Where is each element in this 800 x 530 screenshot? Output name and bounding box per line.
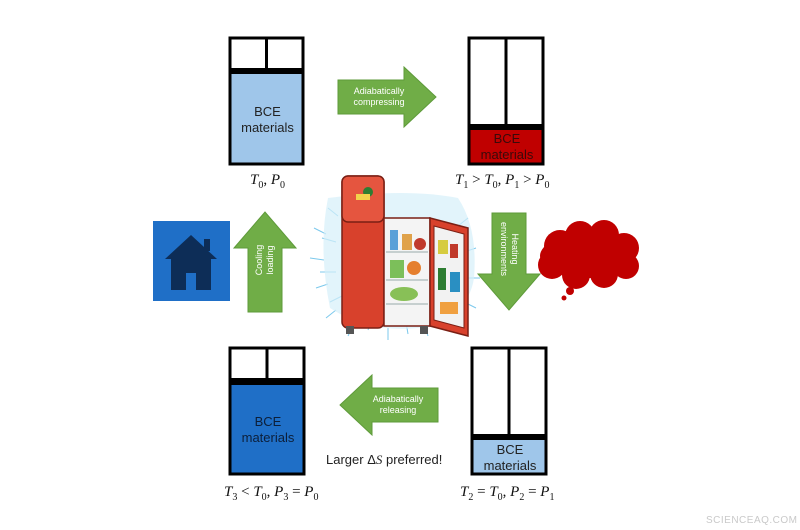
- arrow-heating-label: Heating environments: [498, 199, 520, 299]
- cylinder-bottom-left-shape: [228, 346, 306, 476]
- top-left-label-line1: BCE: [254, 104, 281, 119]
- bottom-right-label-line2: materials: [483, 458, 537, 473]
- bottom-left-label-line1: BCE: [254, 414, 282, 429]
- bottom-right-label-line1: BCE: [496, 442, 524, 457]
- cylinder-top-right-shape: [467, 36, 545, 166]
- house-panel: [153, 221, 230, 301]
- top-left-material-label: BCE materials: [231, 104, 304, 136]
- hot-cloud-icon: [538, 220, 639, 301]
- arrow-compress-line2: compressing: [353, 97, 405, 107]
- arrow-heating-line2: environments: [499, 221, 509, 277]
- arrow-cooling-line2: loading: [265, 245, 275, 275]
- top-right-label-line2: materials: [480, 147, 534, 162]
- arrow-cooling-line1: Cooling: [254, 244, 264, 276]
- bottom-right-material-label: BCE materials: [473, 442, 547, 474]
- top-left-label-line2: materials: [241, 120, 294, 135]
- arrow-down-icon: [476, 212, 542, 311]
- arrow-compress-label: Adiabatically compressing: [340, 86, 418, 108]
- arrow-up-icon: [232, 211, 298, 313]
- house-icon: [165, 235, 217, 290]
- state-top-left: T0, P0: [250, 172, 286, 191]
- top-right-material-label: BCE materials: [470, 131, 544, 163]
- arrow-release-line1: Adiabatically: [372, 394, 424, 404]
- entropy-note: Larger ΔS preferred!: [326, 452, 443, 467]
- state-bottom-left: T3 < T0, P3 = P0: [224, 484, 319, 503]
- arrow-compress-line1: Adiabatically: [353, 86, 405, 96]
- arrow-release-label: Adiabatically releasing: [358, 394, 438, 416]
- arrow-left-icon: [339, 374, 439, 437]
- state-top-right: T1 > T0, P1 > P0: [455, 172, 550, 191]
- arrow-right-icon: [337, 66, 437, 129]
- watermark: SCIENCEAQ.COM: [706, 515, 798, 526]
- arrow-cooling-label: Cooling loading: [254, 210, 276, 310]
- refrigerator-illustration: [309, 175, 480, 340]
- cylinder-top-left-shape: [228, 36, 305, 166]
- bottom-left-label-line2: materials: [241, 430, 295, 445]
- top-right-label-line1: BCE: [493, 131, 521, 146]
- bottom-left-material-label: BCE materials: [231, 414, 305, 446]
- arrow-release-line2: releasing: [379, 405, 417, 415]
- cylinder-bottom-right-shape: [470, 346, 548, 476]
- state-bottom-right: T2 = T0, P2 = P1: [460, 484, 555, 503]
- arrow-heating-line1: Heating: [510, 233, 520, 265]
